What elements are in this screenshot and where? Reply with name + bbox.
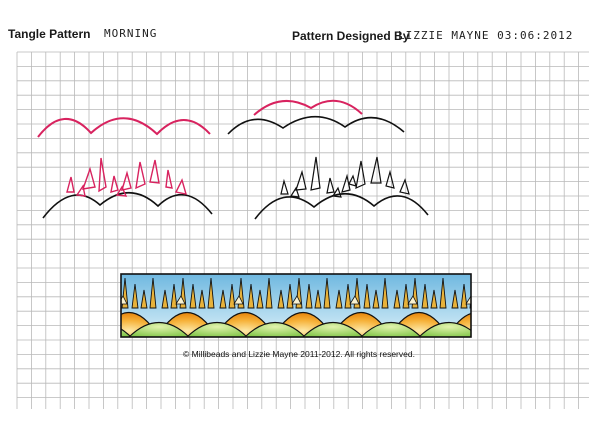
sun-rays (121, 277, 471, 309)
finished-pattern-band (120, 273, 472, 338)
step-2-arches (227, 99, 405, 135)
pattern-name: MORNING (104, 27, 158, 40)
step-3-rays (42, 157, 213, 219)
grid-lines (16, 51, 589, 409)
designer-signature: LIZZIE MAYNE 03:06:2012 (398, 29, 574, 42)
green-hills (121, 322, 471, 337)
step-4-rays (254, 156, 429, 220)
pattern-title-label: Tangle Pattern (8, 27, 91, 41)
copyright-notice: © Millibeads and Lizzie Mayne 2011-2012.… (183, 349, 415, 359)
step-1-arches (37, 117, 211, 138)
designer-label: Pattern Designed By (292, 29, 410, 43)
